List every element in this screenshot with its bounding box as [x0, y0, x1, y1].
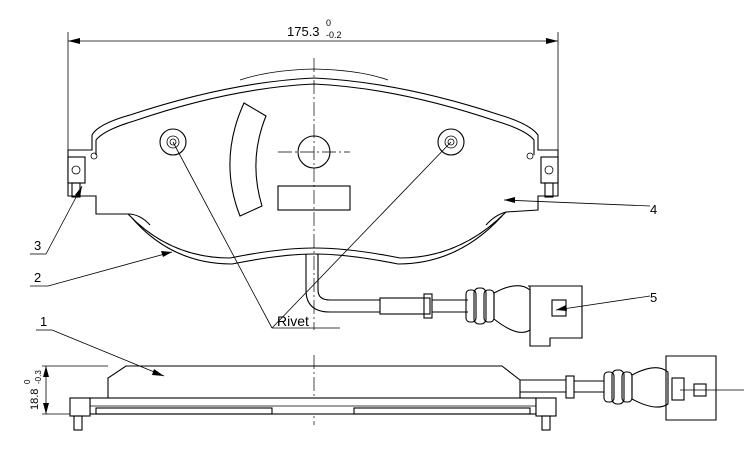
callout-4: 4: [503, 197, 657, 217]
wear-sensor-top-view: [305, 254, 583, 347]
width-dimension-value: 175.3: [287, 24, 320, 39]
rivet-leaders: Rivet: [172, 141, 452, 329]
callout-5: 5: [555, 290, 657, 311]
center-slot: [277, 185, 351, 211]
svg-text:4: 4: [650, 202, 657, 217]
rivet-right: [437, 128, 465, 156]
height-dimension: 18.8 0 -0.3: [23, 365, 108, 415]
width-tolerance-upper: 0: [326, 18, 331, 28]
width-tolerance-lower: -0.2: [326, 30, 342, 40]
svg-text:3: 3: [34, 238, 41, 253]
svg-text:2: 2: [34, 270, 41, 285]
svg-text:5: 5: [650, 290, 657, 305]
callout-2: 2: [30, 251, 173, 287]
backing-plate-top-view: [67, 68, 559, 265]
callout-1: 1: [36, 314, 165, 377]
svg-text:1: 1: [40, 314, 47, 329]
callout-3: 3: [30, 185, 83, 255]
height-tolerance-lower: -0.3: [34, 370, 43, 384]
width-dimension: 175.3 0 -0.2: [67, 18, 559, 165]
height-dimension-value: 18.8: [29, 389, 41, 410]
height-tolerance-upper: 0: [23, 379, 32, 384]
rivet-label: Rivet: [277, 313, 309, 329]
side-view: [69, 355, 744, 431]
center-hole: [297, 135, 331, 169]
rivet-left: [159, 128, 187, 156]
